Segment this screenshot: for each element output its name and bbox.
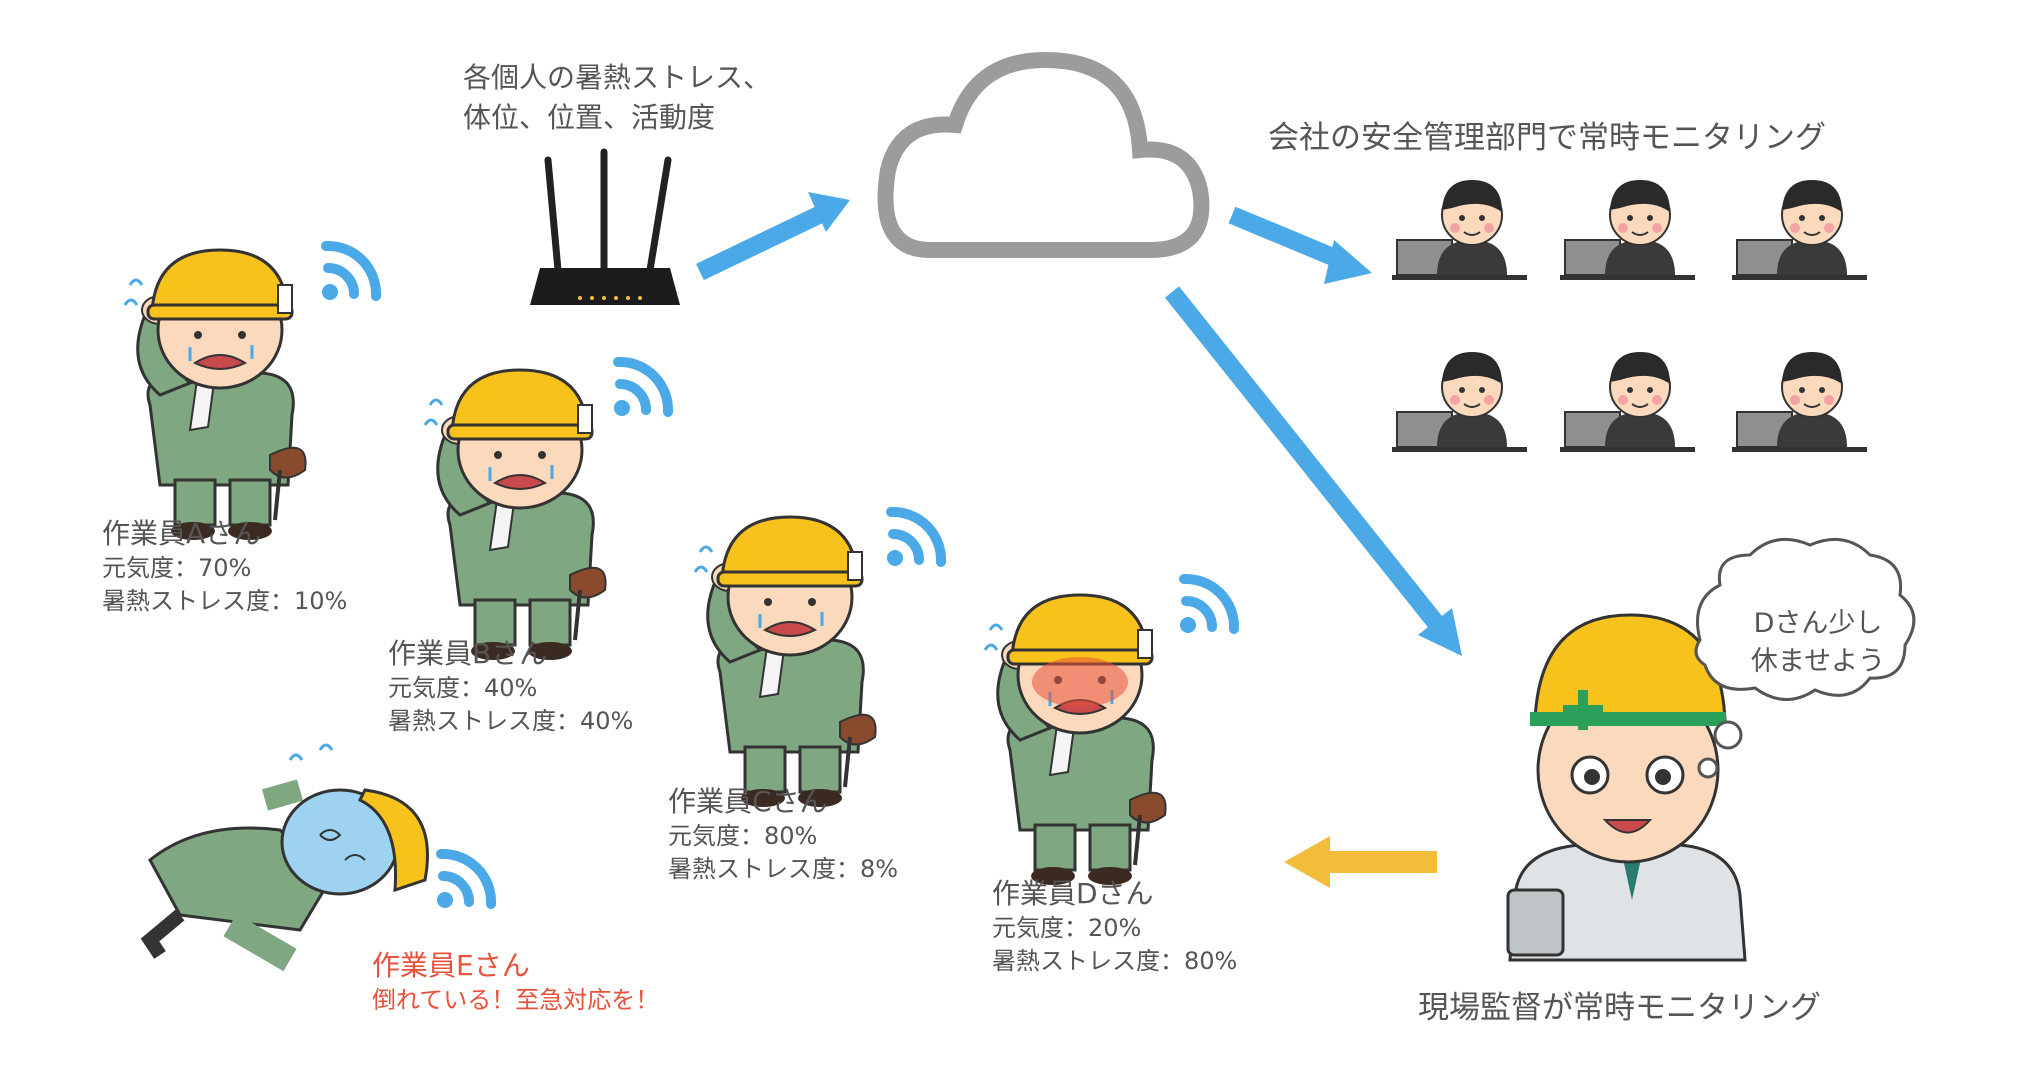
heat-stress-value: 暑熱ストレス度：80% bbox=[992, 947, 1238, 975]
worker-a-label: 作業員Aさん 元気度：70% 暑熱ストレス度：10% bbox=[102, 512, 347, 618]
worker-d-label: 作業員Dさん 元気度：20% 暑熱ストレス度：80% bbox=[992, 872, 1237, 978]
emergency-alert: 倒れている！至急対応を！ bbox=[372, 986, 660, 1014]
thought-bubble bbox=[1694, 537, 1916, 779]
router-caption: 各個人の暑熱ストレス、 体位、位置、活動度 bbox=[463, 58, 771, 138]
router-caption-line1: 各個人の暑熱ストレス、 bbox=[463, 61, 772, 94]
worker-name: 作業員Bさん bbox=[388, 637, 548, 670]
heat-stress-value: 暑熱ストレス度：40% bbox=[388, 707, 634, 735]
worker-b-illustration bbox=[423, 362, 668, 662]
worker-c-label: 作業員Cさん 元気度：80% 暑熱ストレス度：8% bbox=[668, 780, 898, 886]
staff-avatar bbox=[1731, 351, 1868, 453]
thought-bubble-text: Dさん少し 休ませよう bbox=[1738, 605, 1898, 681]
cloud-icon bbox=[877, 51, 1210, 258]
staff-avatar bbox=[1731, 179, 1868, 281]
worker-c-illustration bbox=[693, 512, 941, 809]
worker-d-illustration bbox=[983, 579, 1234, 887]
worker-e-label: 作業員Eさん 倒れている！至急対応を！ bbox=[372, 944, 659, 1017]
arrow-supervisor-to-workers bbox=[1284, 836, 1437, 888]
company-monitoring-caption: 会社の安全管理部門で常時モニタリング bbox=[1268, 120, 1826, 156]
arrow-cloud-to-office bbox=[1228, 206, 1372, 284]
arrow-cloud-to-supervisor bbox=[1164, 286, 1462, 656]
thought-line1: Dさん少し bbox=[1753, 608, 1883, 639]
staff-avatar bbox=[1559, 179, 1696, 281]
genki-value: 元気度：40% bbox=[388, 674, 538, 702]
worker-b-label: 作業員Bさん 元気度：40% 暑熱ストレス度：40% bbox=[388, 632, 633, 738]
wifi-router-icon bbox=[530, 148, 680, 305]
staff-avatar bbox=[1391, 179, 1528, 281]
heat-stress-value: 暑熱ストレス度：10% bbox=[102, 587, 348, 615]
genki-value: 元気度：70% bbox=[102, 554, 252, 582]
worker-a-illustration bbox=[123, 246, 376, 542]
genki-value: 元気度：20% bbox=[992, 914, 1142, 942]
supervisor-monitoring-caption: 現場監督が常時モニタリング bbox=[1418, 990, 1821, 1026]
supervisor-illustration bbox=[1506, 613, 1747, 962]
worker-name: 作業員Cさん bbox=[668, 785, 828, 818]
office-staff-group bbox=[1391, 179, 1868, 453]
arrow-router-to-cloud bbox=[696, 192, 850, 281]
worker-name: 作業員Aさん bbox=[102, 517, 262, 550]
router-caption-line2: 体位、位置、活動度 bbox=[463, 101, 716, 134]
heat-stress-value: 暑熱ストレス度：8% bbox=[668, 855, 899, 883]
genki-value: 元気度：80% bbox=[668, 822, 818, 850]
worker-name: 作業員Eさん bbox=[372, 949, 530, 982]
worker-name: 作業員Dさん bbox=[992, 877, 1154, 910]
thought-line2: 休ませよう bbox=[1750, 646, 1886, 677]
staff-avatar bbox=[1391, 351, 1528, 453]
worker-e-collapsed-illustration bbox=[140, 743, 491, 972]
staff-avatar bbox=[1559, 351, 1696, 453]
